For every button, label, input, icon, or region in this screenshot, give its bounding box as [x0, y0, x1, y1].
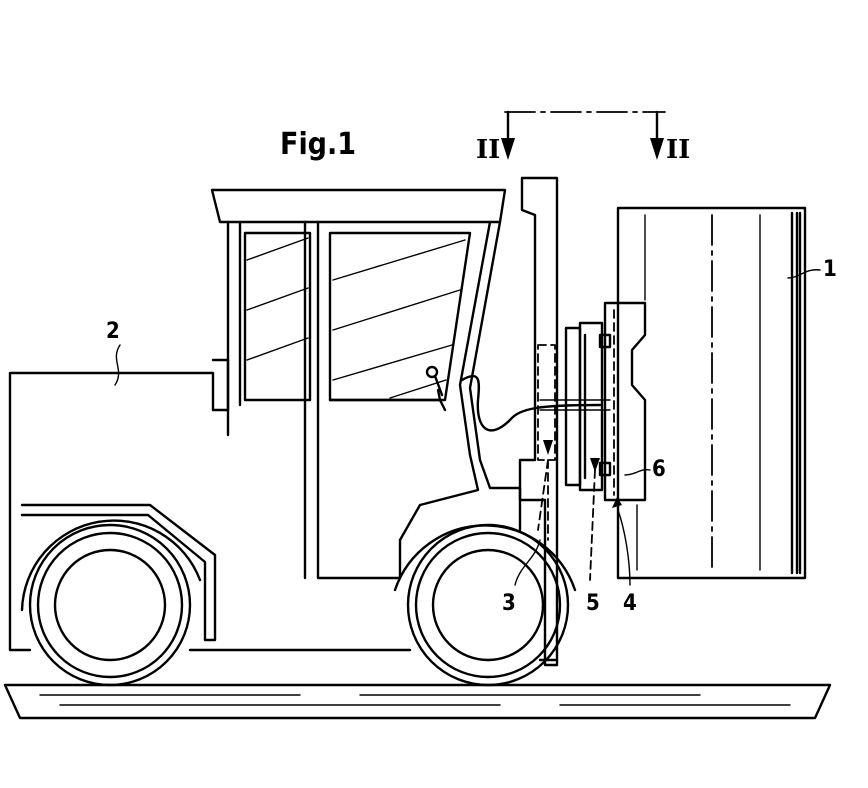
figure-title: Fig.1 — [280, 127, 356, 162]
cab — [212, 190, 600, 578]
load-roll — [618, 208, 805, 578]
section-mark-right: II — [666, 135, 690, 165]
label-2: 2 — [106, 319, 120, 344]
mast — [520, 178, 557, 665]
part-6-gripper — [600, 303, 645, 500]
label-3: 3 — [502, 591, 516, 616]
section-line: II II — [476, 112, 690, 165]
ground — [5, 685, 830, 718]
label-4: 4 — [623, 591, 637, 616]
label-5: 5 — [586, 591, 600, 616]
label-6: 6 — [652, 457, 666, 482]
leader-4 — [618, 510, 630, 585]
rear-wheel — [22, 521, 200, 685]
leader-6 — [625, 470, 650, 475]
leader-2 — [115, 345, 120, 385]
section-mark-left: II — [476, 135, 500, 165]
label-1: 1 — [823, 257, 837, 282]
part-5-plates — [540, 323, 610, 580]
